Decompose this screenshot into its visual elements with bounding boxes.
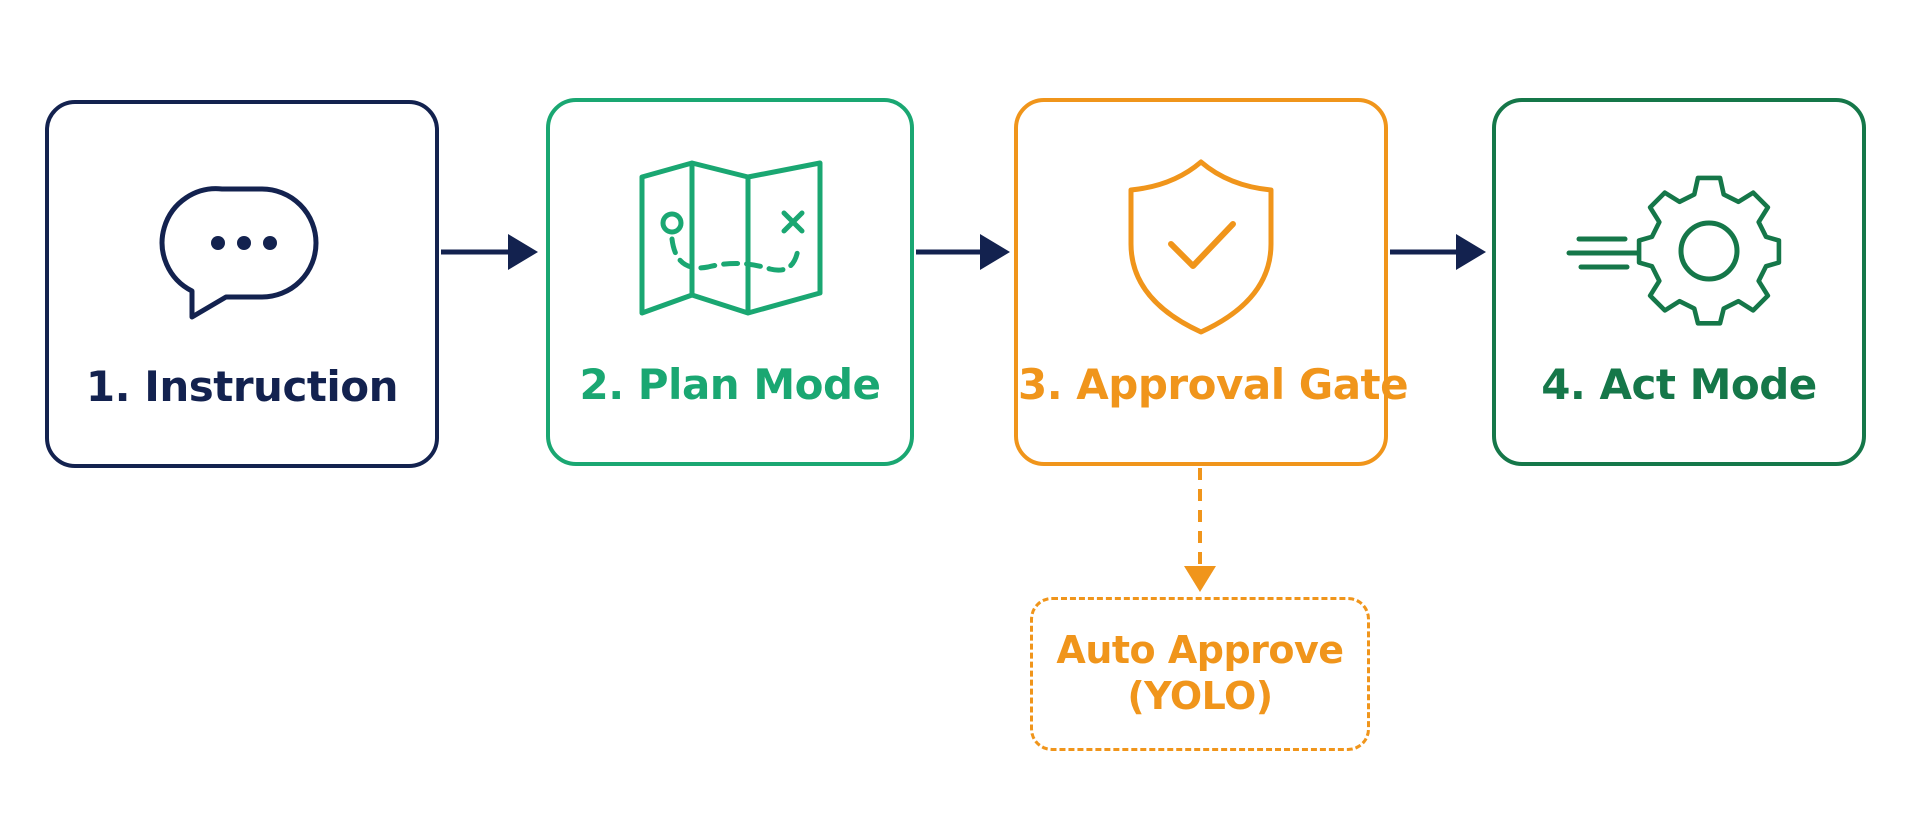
auto-approve-sublabel: (YOLO) bbox=[1127, 674, 1273, 718]
arrow-approval-to-act bbox=[1390, 234, 1486, 270]
step-label: 1. Instruction bbox=[85, 362, 399, 411]
step-plan-mode: 2. Plan Mode bbox=[546, 98, 914, 466]
step-label: 4. Act Mode bbox=[1541, 360, 1817, 409]
shield-check-icon bbox=[1018, 150, 1384, 340]
auto-approve-box: Auto Approve (YOLO) bbox=[1030, 597, 1370, 751]
arrow-plan-to-approval bbox=[916, 234, 1010, 270]
step-label: 2. Plan Mode bbox=[579, 360, 881, 409]
dashed-arrow-approval-to-auto bbox=[1184, 468, 1216, 592]
auto-approve-label: Auto Approve bbox=[1056, 628, 1344, 673]
chat-bubble-icon bbox=[49, 152, 435, 342]
step-act-mode: 4. Act Mode bbox=[1492, 98, 1866, 466]
step-approval-gate: 3. Approval Gate bbox=[1014, 98, 1409, 466]
step-instruction: 1. Instruction bbox=[45, 100, 439, 468]
step-label: 3. Approval Gate bbox=[1018, 360, 1409, 409]
arrow-instruction-to-plan bbox=[441, 234, 538, 270]
gear-motion-icon bbox=[1496, 150, 1862, 340]
map-icon bbox=[550, 150, 910, 340]
